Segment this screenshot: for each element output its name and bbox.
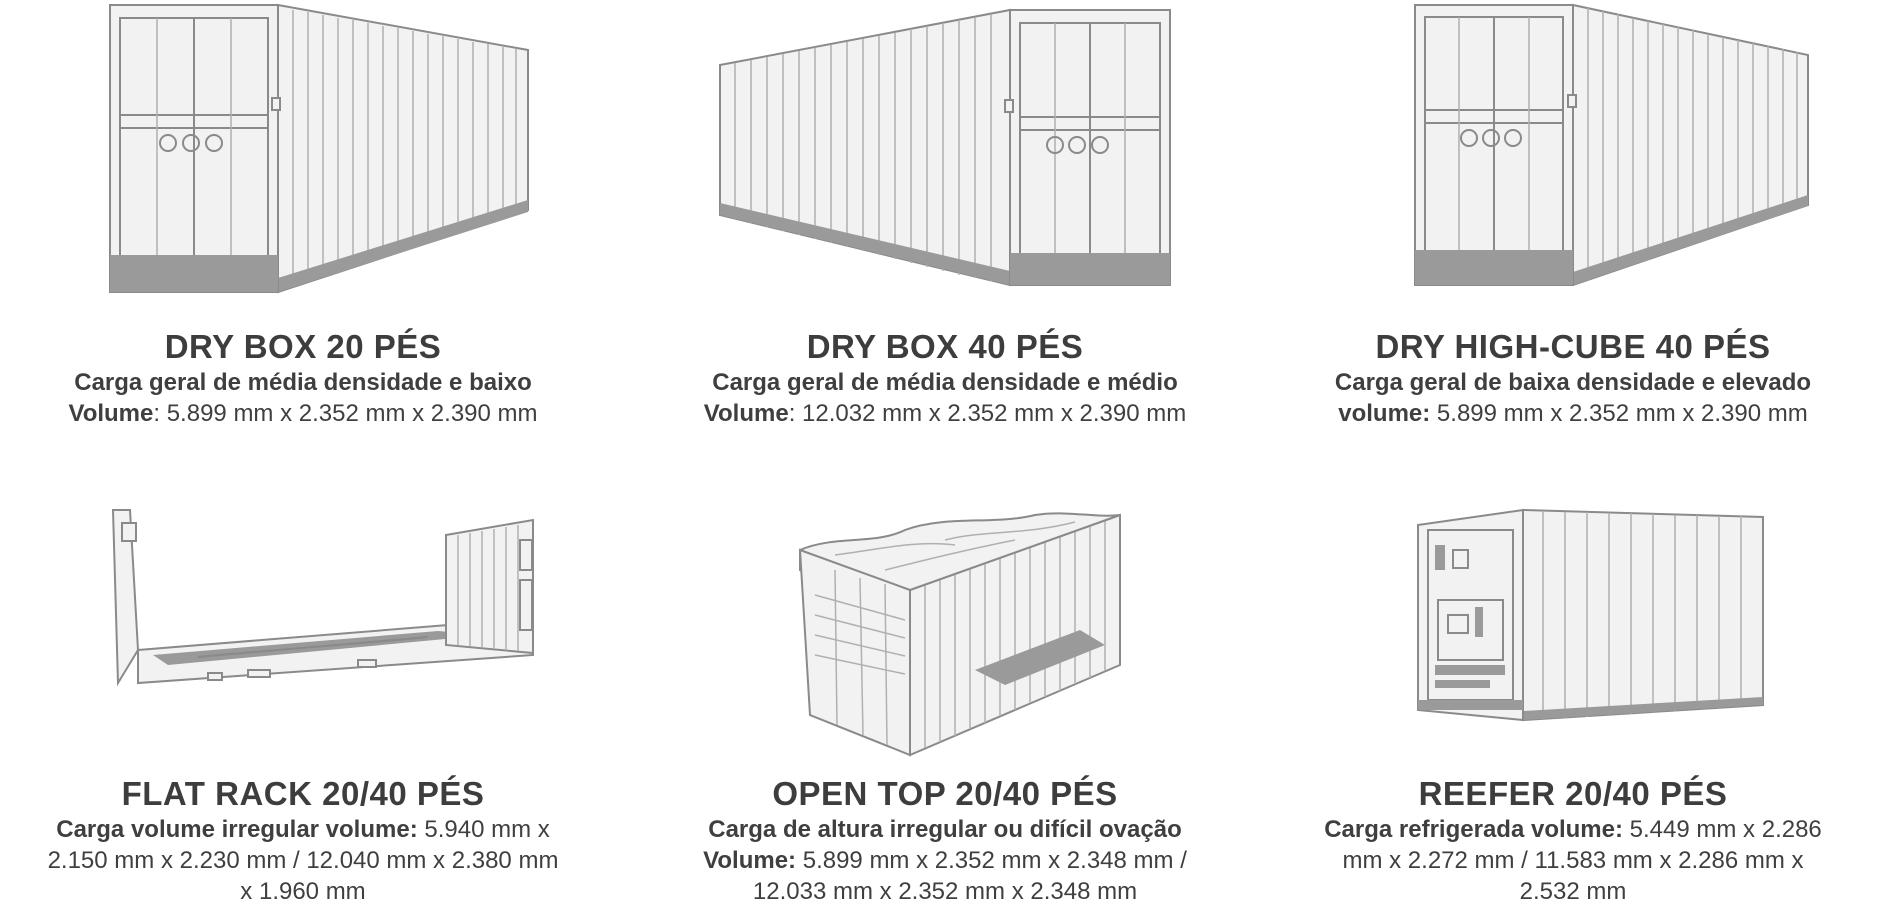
volume-value: 2.532 mm <box>1519 878 1627 905</box>
container-card-dry-box-40: DRY BOX 40 PÉS Carga geral de média dens… <box>655 0 1235 440</box>
reefer-container-illustration <box>1413 505 1768 725</box>
container-card-dry-high-cube-40: DRY HIGH-CUBE 40 PÉS Carga geral de baix… <box>1283 0 1863 440</box>
container-card-flat-rack: FLAT RACK 20/40 PÉS Carga volume irregul… <box>13 460 593 907</box>
volume-value: mm x 2.272 mm / 11.583 mm x 2.286 mm x <box>1342 847 1804 874</box>
container-title: DRY BOX 20 PÉS <box>164 328 442 365</box>
volume-value: x 1.960 mm <box>240 878 366 905</box>
volume-label: Volume <box>703 400 789 427</box>
dry-box-20-container-illustration <box>108 0 533 300</box>
volume-value: : 12.032 mm x 2.352 mm x 2.390 mm <box>788 400 1187 427</box>
cargo-type: Carga geral de baixa densidade e elevado <box>1334 369 1812 396</box>
cargo-type: Carga volume irregular volume: <box>56 816 418 843</box>
volume-value: 5.899 mm x 2.352 mm x 2.348 mm / <box>796 847 1187 874</box>
volume-value: 12.033 mm x 2.352 mm x 2.348 mm <box>752 878 1138 905</box>
dry-high-cube-40-container-illustration <box>1413 0 1813 290</box>
volume-label: volume: <box>1338 400 1431 427</box>
container-description: Carga geral de média densidade e médio V… <box>655 367 1235 429</box>
open-top-container-illustration <box>795 510 1125 760</box>
cargo-type: Carga refrigerada volume: <box>1324 816 1623 843</box>
container-title: FLAT RACK 20/40 PÉS <box>121 775 485 812</box>
volume-value: 2.150 mm x 2.230 mm / 12.040 mm x 2.380 … <box>47 847 559 874</box>
cargo-type: Carga geral de média densidade e médio <box>712 369 1178 396</box>
volume-value: 5.449 mm x 2.286 <box>1623 816 1822 843</box>
dry-box-40-container-illustration <box>715 5 1175 295</box>
flat-rack-container-illustration <box>108 505 538 695</box>
container-title: OPEN TOP 20/40 PÉS <box>772 775 1118 812</box>
container-title: REEFER 20/40 PÉS <box>1418 775 1728 812</box>
volume-label: Volume <box>68 400 154 427</box>
volume-value: 5.940 mm x <box>417 816 550 843</box>
cargo-type: Carga geral de média densidade e baixo <box>74 369 532 396</box>
container-card-reefer: REEFER 20/40 PÉS Carga refrigerada volum… <box>1283 460 1863 907</box>
container-title: DRY HIGH-CUBE 40 PÉS <box>1375 328 1771 365</box>
container-description: Carga de altura irregular ou difícil ova… <box>655 814 1235 907</box>
container-card-dry-box-20: DRY BOX 20 PÉS Carga geral de média dens… <box>13 0 593 440</box>
container-description: Carga geral de média densidade e baixo V… <box>13 367 593 429</box>
cargo-type: Carga de altura irregular ou difícil ova… <box>708 816 1182 843</box>
container-card-open-top: OPEN TOP 20/40 PÉS Carga de altura irreg… <box>655 460 1235 907</box>
container-description: Carga refrigerada volume: 5.449 mm x 2.2… <box>1283 814 1863 907</box>
container-title: DRY BOX 40 PÉS <box>806 328 1084 365</box>
volume-value: : 5.899 mm x 2.352 mm x 2.390 mm <box>153 400 538 427</box>
container-description: Carga geral de baixa densidade e elevado… <box>1283 367 1863 429</box>
volume-label: Volume: <box>703 847 797 874</box>
volume-value: 5.899 mm x 2.352 mm x 2.390 mm <box>1430 400 1808 427</box>
container-description: Carga volume irregular volume: 5.940 mm … <box>13 814 593 907</box>
